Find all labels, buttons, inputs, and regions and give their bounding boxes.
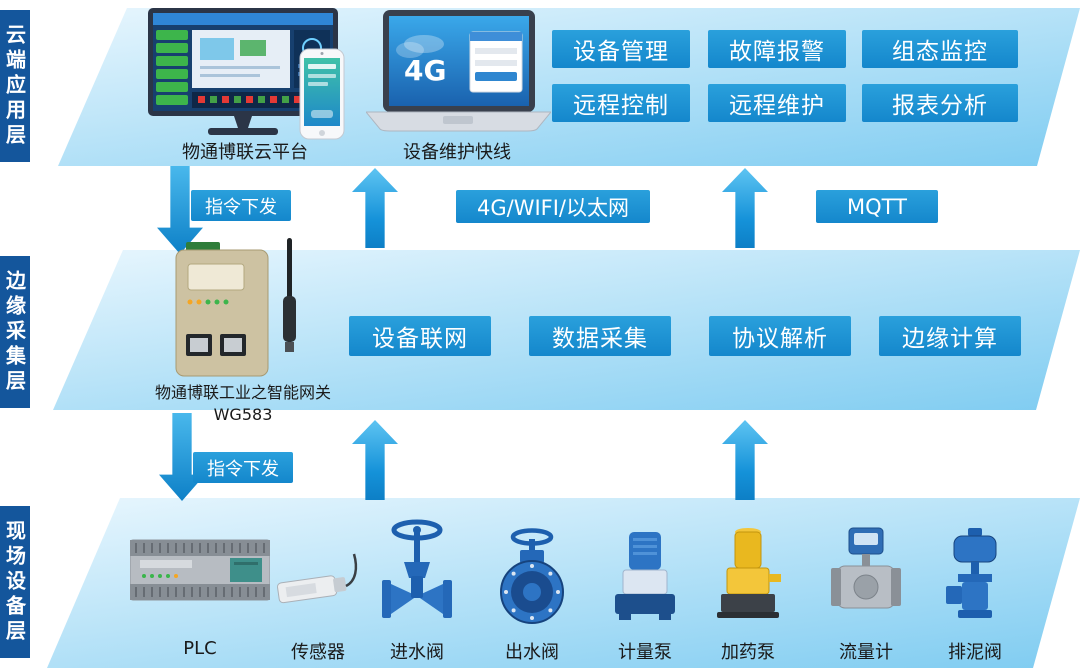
network-link-tag: 4G/WIFI/以太网 [456, 190, 650, 223]
feature-chip-report-analysis: 报表分析 [862, 84, 1018, 122]
mqtt-protocol-tag: MQTT [816, 190, 938, 223]
mud-discharge-valve-icon [944, 528, 1006, 626]
maintenance-laptop-graphic: 4G [366, 10, 551, 132]
command-dispatch-tag-bottom: 指令下发 [193, 452, 293, 483]
device-label-flow-meter: 流量计 [839, 642, 893, 663]
device-label-plc: PLC [183, 638, 217, 659]
device-label-inlet-valve: 进水阀 [390, 642, 444, 663]
uplink-arrow-field-to-edge-2 [722, 420, 768, 500]
feature-chip-remote-maintenance: 远程维护 [708, 84, 846, 122]
sensor-icon [276, 548, 361, 606]
uplink-arrow-edge-to-cloud-2 [722, 168, 768, 248]
outlet-valve-icon [486, 528, 578, 625]
gateway-device-graphic [168, 238, 318, 383]
feature-chip-scada-monitoring: 组态监控 [862, 30, 1018, 68]
gateway-caption-line1: 物通博联工业之智能网关 [154, 383, 331, 402]
gateway-caption-line2: WG583 [213, 404, 273, 424]
device-label-mud-valve: 排泥阀 [948, 642, 1002, 663]
laptop-screen-4g-text: 4G [404, 54, 446, 87]
dosing-pump-icon [711, 526, 785, 626]
feature-chip-remote-control: 远程控制 [552, 84, 690, 122]
capability-chip-device-networking: 设备联网 [349, 316, 491, 356]
cloud-layer-side-label: 云端应用层 [0, 10, 30, 162]
metering-pump-icon [609, 530, 681, 625]
device-label-dosing-pump: 加药泵 [721, 642, 775, 663]
cloud-platform-phone-graphic [299, 48, 345, 140]
device-label-sensor: 传感器 [291, 642, 345, 663]
capability-chip-edge-computing: 边缘计算 [879, 316, 1021, 356]
cloud-platform-caption: 物通博联云平台 [182, 142, 308, 163]
capability-chip-data-collection: 数据采集 [529, 316, 671, 356]
plc-icon [130, 534, 270, 606]
gateway-caption: 物通博联工业之智能网关 WG583 [128, 382, 358, 425]
device-label-metering-pump: 计量泵 [618, 642, 672, 663]
capability-chip-protocol-parsing: 协议解析 [709, 316, 851, 356]
inlet-valve-icon [380, 518, 454, 623]
command-dispatch-tag-top: 指令下发 [191, 190, 291, 221]
uplink-arrow-edge-to-cloud-1 [352, 168, 398, 248]
flow-meter-icon [829, 526, 903, 626]
feature-chip-device-management: 设备管理 [552, 30, 690, 68]
field-layer-side-label: 现场设备层 [0, 506, 30, 658]
laptop-caption: 设备维护快线 [403, 142, 511, 163]
uplink-arrow-field-to-edge-1 [352, 420, 398, 500]
feature-chip-fault-alarm: 故障报警 [708, 30, 846, 68]
device-label-outlet-valve: 出水阀 [505, 642, 559, 663]
edge-layer-side-label: 边缘采集层 [0, 256, 30, 408]
